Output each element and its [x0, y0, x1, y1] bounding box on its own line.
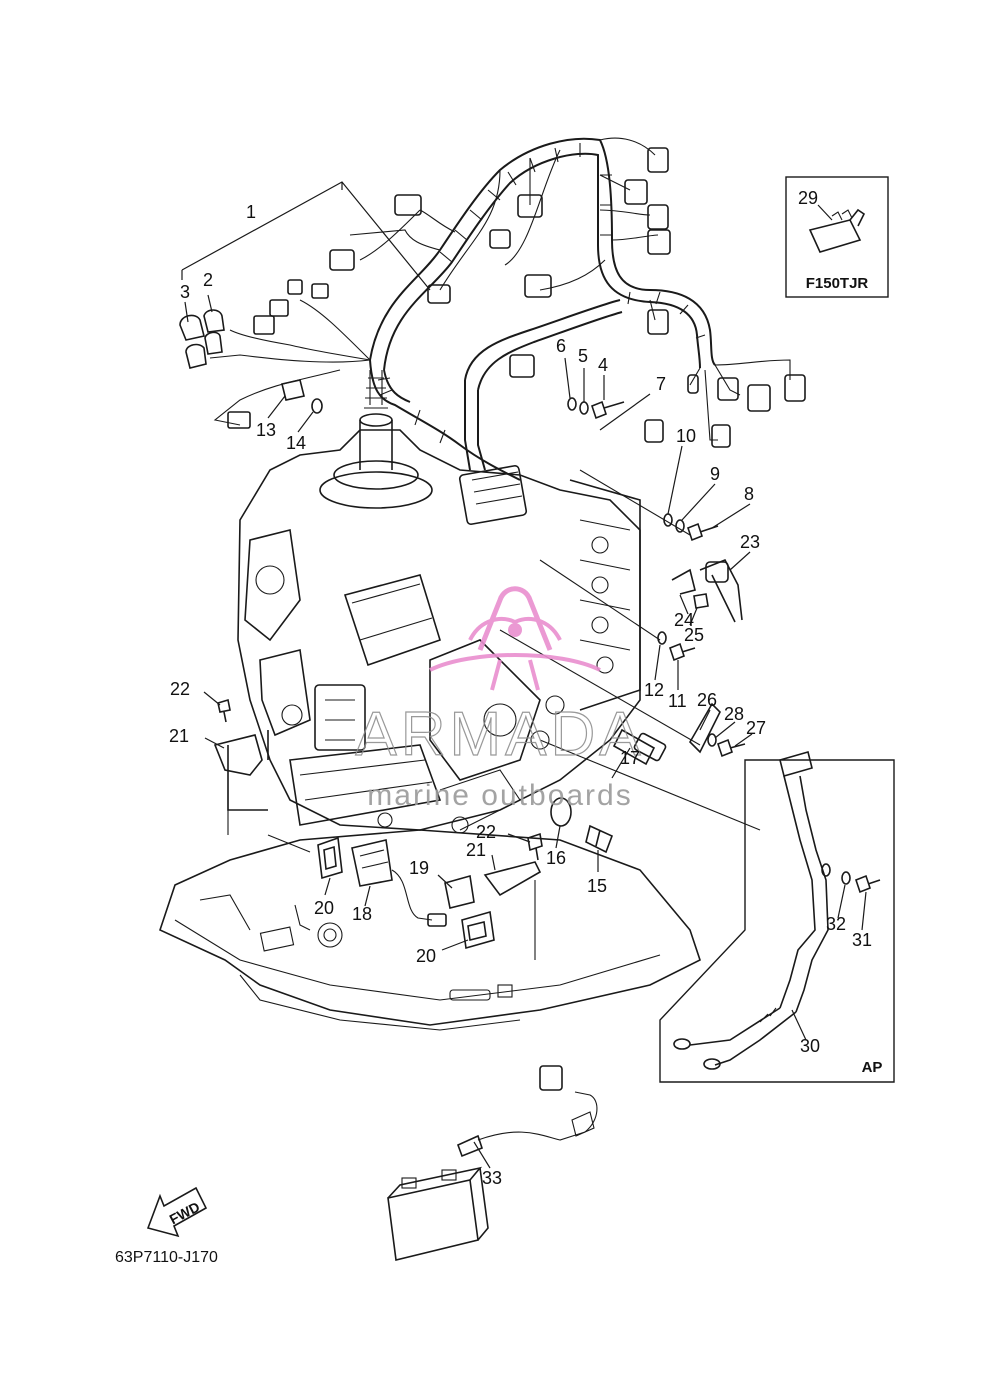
watermark-tagline: marine outboards	[367, 779, 632, 812]
callout-13: 13	[256, 420, 276, 440]
callout-27: 27	[746, 718, 766, 738]
callout-12: 12	[644, 680, 664, 700]
callout-33: 33	[482, 1168, 502, 1188]
wire-harness-illustration	[209, 137, 791, 481]
callout-4: 4	[598, 355, 608, 375]
connector-illustrations	[179, 147, 806, 525]
inset-ap: AP	[659, 751, 895, 1083]
inset-f150tjr-frame	[785, 176, 889, 298]
watermark-brand: ARMADA	[355, 700, 644, 769]
inset-f150tjr-label: F150TJR	[806, 275, 869, 292]
callout-9: 9	[710, 464, 720, 484]
engine-block-illustration	[159, 370, 701, 1031]
callout-22b: 22	[476, 822, 496, 842]
callout-labels: 1 2 3 4 5 6 7 8 9 10 11 12 13 14 15 16 1…	[169, 188, 872, 1188]
callout-15: 15	[587, 876, 607, 896]
callout-31: 31	[852, 930, 872, 950]
callout-28: 28	[724, 704, 744, 724]
callout-11: 11	[668, 691, 687, 711]
inset-f150tjr: F150TJR	[785, 176, 889, 298]
callout-30: 30	[800, 1036, 820, 1056]
callout-3: 3	[180, 282, 190, 302]
callout-24: 24	[674, 610, 694, 630]
callout-18: 18	[352, 904, 372, 924]
callout-29: 29	[798, 188, 818, 208]
watermark: ARMADA marine outboards	[355, 586, 644, 812]
callout-16: 16	[546, 848, 566, 868]
inset-ap-label: AP	[862, 1059, 883, 1076]
callout-5: 5	[578, 346, 588, 366]
callout-1: 1	[246, 202, 256, 222]
callout-26: 26	[697, 690, 717, 710]
callout-20a: 20	[314, 898, 334, 918]
callout-17: 17	[620, 748, 640, 768]
callout-6: 6	[556, 336, 566, 356]
callout-8: 8	[744, 484, 754, 504]
callout-14: 14	[286, 433, 306, 453]
callout-22a: 22	[170, 679, 190, 699]
hardware-illustrations	[213, 397, 746, 950]
callout-23: 23	[740, 532, 760, 552]
callout-19: 19	[409, 858, 429, 878]
callout-32: 32	[826, 914, 846, 934]
watermark-logo-icon	[429, 586, 601, 691]
leader-lines	[181, 181, 867, 1169]
callout-2: 2	[203, 270, 213, 290]
callout-20b: 20	[416, 946, 436, 966]
diagram-code: 63P7110-J170	[115, 1249, 218, 1266]
callout-7: 7	[656, 374, 666, 394]
callout-10: 10	[676, 426, 696, 446]
fwd-arrow-icon: FWD	[146, 1186, 208, 1238]
callout-21b: 21	[466, 840, 486, 860]
callout-25: 25	[684, 625, 704, 645]
inset-ap-frame	[659, 759, 895, 1083]
battery-cable-illustration	[387, 1065, 598, 1261]
callout-21a: 21	[169, 726, 189, 746]
